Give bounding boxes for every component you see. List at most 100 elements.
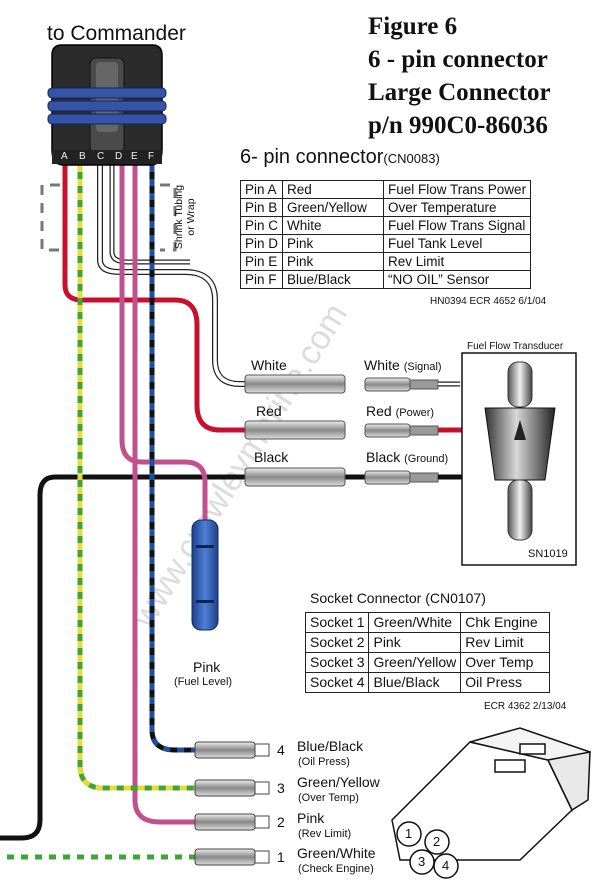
terminal-sub-2: (Rev Limit) bbox=[298, 828, 352, 840]
socket-table-footnote: ECR 4362 2/13/04 bbox=[484, 701, 567, 712]
pin-table-footnote: HN0394 ECR 4652 6/1/04 bbox=[430, 296, 547, 307]
terminal-sub-1: (Check Engine) bbox=[298, 863, 374, 875]
color-cell: Blue/Black bbox=[282, 270, 385, 289]
pin-letter-e: E bbox=[131, 151, 138, 162]
terminal-color-2: Pink bbox=[297, 810, 325, 826]
spade-terminals bbox=[194, 741, 270, 866]
socket-table-title-text: Socket Connector bbox=[310, 590, 422, 606]
pin-letter-f: F bbox=[148, 151, 155, 162]
function-cell: Fuel Flow Trans Power bbox=[383, 180, 532, 199]
terminal-number-1: 1 bbox=[277, 849, 285, 865]
commander-connector bbox=[47, 44, 167, 166]
transducer-title: Fuel Flow Transducer bbox=[467, 341, 564, 352]
to-commander-label: to Commander bbox=[47, 22, 186, 45]
right-black-sub: (Ground) bbox=[404, 453, 449, 465]
function-cell: Fuel Flow Trans Signal bbox=[383, 216, 532, 235]
black-ground-wire bbox=[0, 474, 365, 841]
function-cell: Over Temp bbox=[460, 652, 551, 673]
shrink-tubing-line-1: Shrink Tubing bbox=[173, 184, 185, 250]
color-cell: Blue/Black bbox=[368, 672, 462, 693]
pin-letter-c: C bbox=[97, 151, 105, 162]
figure-part-number: p/n 990C0-86036 bbox=[368, 112, 548, 139]
color-cell: Red bbox=[282, 180, 385, 199]
function-cell: Chk Engine bbox=[460, 612, 551, 633]
pin-letter-b: B bbox=[79, 151, 86, 162]
function-cell: Over Temperature bbox=[383, 198, 532, 217]
pin-cell: Pin F bbox=[239, 270, 284, 289]
socket-number-3: 3 bbox=[418, 854, 426, 869]
left-red-label: Red bbox=[256, 403, 282, 419]
pin-letter-d: D bbox=[115, 151, 123, 162]
right-black-label: Black (Ground) bbox=[366, 449, 448, 465]
function-cell: Oil Press bbox=[460, 672, 551, 693]
terminal-number-2: 2 bbox=[277, 814, 285, 830]
watermark: www.crowleymarine.com bbox=[124, 297, 355, 635]
harness-plugs bbox=[244, 374, 346, 487]
right-black-text: Black bbox=[366, 449, 401, 465]
right-red-label: Red (Power) bbox=[366, 403, 434, 419]
terminal-color-1: Green/White bbox=[297, 845, 376, 861]
terminal-number-3: 3 bbox=[277, 780, 285, 796]
terminal-color-3: Green/Yellow bbox=[297, 774, 380, 790]
socket-number-4: 4 bbox=[442, 858, 450, 873]
socket-cell: Socket 2 bbox=[304, 632, 370, 653]
terminal-color-4: Blue/Black bbox=[297, 738, 364, 754]
transducer-plugs bbox=[364, 377, 439, 485]
socket-cell: Socket 3 bbox=[304, 652, 370, 673]
color-cell: Green/White bbox=[368, 612, 462, 633]
figure-subtitle-pin: 6 - pin connector bbox=[368, 46, 548, 73]
fuel-level-label: Pink bbox=[193, 659, 221, 675]
pin-cell: Pin B bbox=[239, 198, 284, 217]
right-white-text: White bbox=[364, 357, 400, 373]
color-cell: Green/Yellow bbox=[282, 198, 385, 217]
pin-cell: Pin D bbox=[239, 234, 284, 253]
shrink-tubing-label: Shrink Tubing or Wrap bbox=[173, 177, 197, 257]
left-white-label: White bbox=[251, 357, 287, 373]
figure-title: Figure 6 bbox=[368, 13, 458, 40]
function-cell: Rev Limit bbox=[383, 252, 532, 271]
red-wire-pin-a bbox=[62, 165, 245, 433]
color-cell: Pink bbox=[368, 632, 462, 653]
color-cell: Pink bbox=[282, 234, 385, 253]
terminal-number-4: 4 bbox=[277, 742, 285, 758]
socket-connector-drawing bbox=[391, 727, 591, 879]
socket-table-title: Socket Connector (CN0107) bbox=[310, 590, 486, 606]
left-black-label: Black bbox=[254, 449, 289, 465]
figure-subtitle-large: Large Connector bbox=[368, 79, 551, 106]
right-white-label: White (Signal) bbox=[364, 357, 442, 373]
color-cell: White bbox=[282, 216, 385, 235]
right-white-sub: (Signal) bbox=[403, 361, 442, 373]
right-red-sub: (Power) bbox=[395, 407, 435, 419]
socket-cell: Socket 1 bbox=[304, 612, 370, 633]
function-cell: “NO OIL” Sensor bbox=[383, 270, 532, 289]
pin-cell: Pin A bbox=[239, 180, 284, 199]
pin-cell: Pin C bbox=[239, 216, 284, 235]
pink-wire-pin-e bbox=[132, 165, 195, 825]
function-cell: Fuel Tank Level bbox=[383, 234, 532, 253]
right-red-text: Red bbox=[366, 403, 392, 419]
fuel-level-sub: (Fuel Level) bbox=[174, 676, 233, 688]
pink-wire-pin-d bbox=[119, 165, 208, 520]
transducer-part-number: SN1019 bbox=[528, 548, 568, 560]
terminal-sub-4: (Oil Press) bbox=[298, 756, 350, 768]
socket-number-2: 2 bbox=[433, 834, 441, 849]
pin-cell: Pin E bbox=[239, 252, 284, 271]
color-cell: Green/Yellow bbox=[368, 652, 462, 673]
socket-number-1: 1 bbox=[405, 826, 413, 841]
shrink-tubing-bracket bbox=[40, 183, 177, 252]
socket-cell: Socket 4 bbox=[304, 672, 370, 693]
fuel-level-butt-connector bbox=[191, 519, 219, 631]
terminal-sub-3: (Over Temp) bbox=[298, 792, 359, 804]
